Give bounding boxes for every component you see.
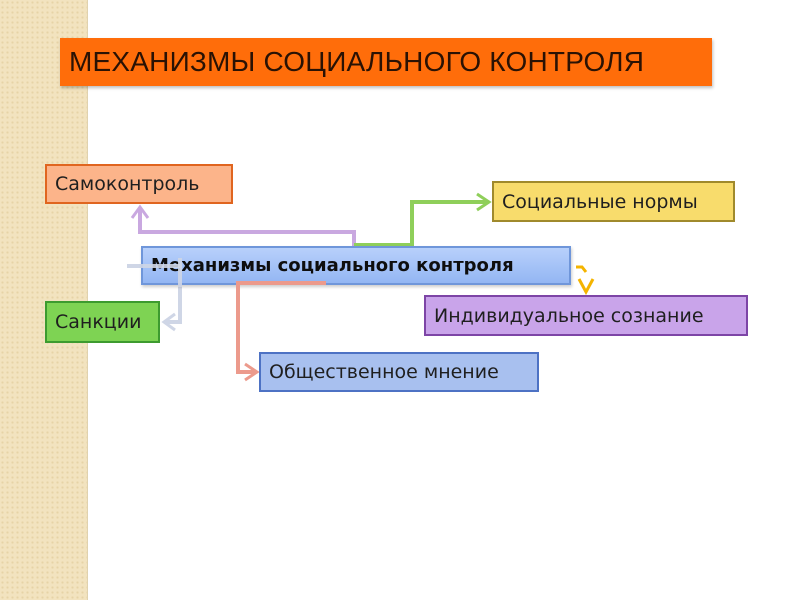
node-individual-consciousness-label: Индивидуальное сознание [434,304,704,327]
arrowhead-sanctions [161,312,176,332]
arrowhead-individual [577,278,595,296]
node-sanctions: Санкции [45,301,160,343]
node-social-norms: Социальные нормы [492,181,735,222]
connector-self-control [138,208,356,246]
arrowhead-self-control [130,204,150,219]
node-public-opinion-label: Общественное мнение [269,361,499,383]
node-individual-consciousness: Индивидуальное сознание [424,295,748,336]
node-self-control: Самоконтроль [45,164,233,204]
node-center-label: Механизмы социального контроля [151,255,514,276]
node-center: Механизмы социального контроля [141,246,571,285]
node-self-control-label: Самоконтроль [55,173,200,195]
arrowhead-social-norms [476,192,492,212]
connector-individual [576,265,588,273]
arrowhead-public-opinion [244,362,260,382]
node-public-opinion: Общественное мнение [259,352,539,392]
slide-title-banner: МЕХАНИЗМЫ СОЦИАЛЬНОГО КОНТРОЛЯ [60,38,712,86]
slide-title: МЕХАНИЗМЫ СОЦИАЛЬНОГО КОНТРОЛЯ [69,46,645,77]
decorative-sidebar [0,0,88,600]
connector-social-norms [354,200,488,247]
node-social-norms-label: Социальные нормы [502,190,698,213]
node-sanctions-label: Санкции [55,311,142,333]
